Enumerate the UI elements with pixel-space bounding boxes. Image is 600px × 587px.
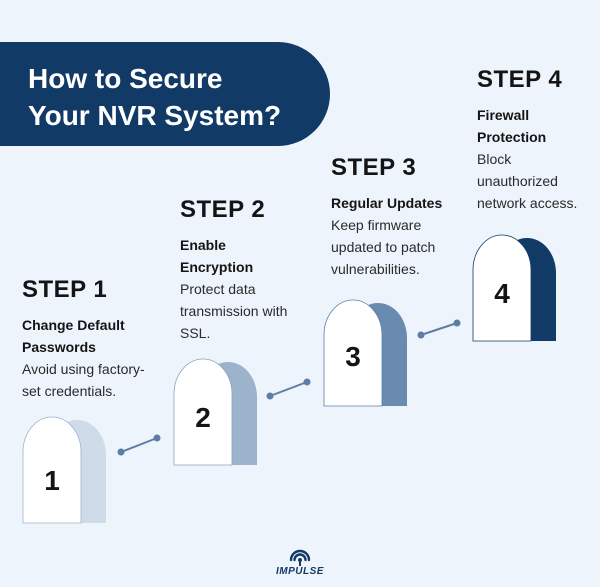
- step-1-subtitle: Change Default Passwords: [22, 314, 145, 358]
- connector-dot: [153, 434, 161, 442]
- step-3-description-line: Keep firmware: [331, 217, 422, 233]
- step-3-heading: STEP 3: [331, 154, 417, 181]
- step-2-subtitle: Enable Encryption: [180, 234, 287, 278]
- step-4-description-line: Block: [477, 151, 512, 167]
- wifi-logo-icon: [289, 549, 311, 566]
- step-2-description-line: transmission with: [180, 303, 288, 319]
- impulse-logo: IMPULSE: [268, 548, 332, 578]
- page-title: How to Secure Your NVR System?: [28, 60, 281, 134]
- title-banner: [0, 42, 330, 146]
- step-4-text: STEP 4 Firewall Protection Block unautho…: [477, 66, 577, 214]
- step-2-subtitle-line: Encryption: [180, 259, 254, 275]
- step-2-heading: STEP 2: [180, 196, 266, 223]
- title-line-1: How to Secure: [28, 63, 223, 94]
- step-2-description-line: Protect data: [180, 281, 256, 297]
- connector-dot: [303, 378, 311, 386]
- connector-dot: [453, 319, 461, 327]
- step-4-description-line: unauthorized: [477, 173, 558, 189]
- step-3-subtitle-line: Regular Updates: [331, 195, 443, 211]
- step-1-tombstone: 1: [22, 416, 106, 524]
- connector-3-4: [417, 319, 461, 339]
- step-2-text: STEP 2 Enable Encryption Protect data tr…: [180, 196, 287, 344]
- tombstone-3-front: [323, 299, 383, 407]
- tombstone-2-front: [173, 358, 233, 466]
- step-1-subtitle-line: Change Default: [22, 317, 125, 333]
- step-2-tombstone: 2: [173, 358, 257, 466]
- tombstone-1-front: [22, 416, 82, 524]
- step-3-description: Keep firmware updated to patch vulnerabi…: [331, 214, 442, 280]
- step-3-subtitle: Regular Updates: [331, 192, 442, 214]
- step-2-description: Protect data transmission with SSL.: [180, 278, 287, 344]
- tombstone-4-front: [472, 234, 532, 342]
- connector-line: [269, 381, 308, 397]
- step-1-description-line: set credentials.: [22, 383, 117, 399]
- step-1-heading: STEP 1: [22, 276, 108, 303]
- step-4-tombstone: 4: [472, 234, 556, 342]
- step-3-number: 3: [345, 341, 361, 372]
- step-3-tombstone: 3: [323, 299, 407, 407]
- connector-line: [420, 322, 458, 336]
- step-4-subtitle-line: Firewall: [477, 107, 530, 123]
- step-2-description-line: SSL.: [180, 325, 211, 341]
- step-4-subtitle-line: Protection: [477, 129, 547, 145]
- title-line-2: Your NVR System?: [28, 100, 282, 131]
- step-4-heading: STEP 4: [477, 66, 563, 93]
- connector-line: [120, 437, 158, 453]
- step-1-subtitle-line: Passwords: [22, 339, 96, 355]
- step-3-description-line: updated to patch: [331, 239, 436, 255]
- connector-1-2: [117, 434, 161, 456]
- step-4-description: Block unauthorized network access.: [477, 148, 577, 214]
- step-2-subtitle-line: Enable: [180, 237, 226, 253]
- step-1-text: STEP 1 Change Default Passwords Avoid us…: [22, 276, 145, 402]
- step-1-description: Avoid using factory- set credentials.: [22, 358, 145, 402]
- step-3-description-line: vulnerabilities.: [331, 261, 420, 277]
- step-4-number: 4: [494, 278, 510, 309]
- connector-dot: [117, 448, 125, 456]
- connector-dot: [266, 392, 274, 400]
- step-4-subtitle: Firewall Protection: [477, 104, 577, 148]
- step-2-number: 2: [195, 402, 211, 433]
- logo-text: IMPULSE: [276, 566, 324, 577]
- step-3-text: STEP 3 Regular Updates Keep firmware upd…: [331, 154, 442, 280]
- step-4-description-line: network access.: [477, 195, 578, 211]
- step-1-description-line: Avoid using factory-: [22, 361, 145, 377]
- step-1-number: 1: [44, 465, 60, 496]
- connector-2-3: [266, 378, 311, 400]
- connector-dot: [417, 331, 425, 339]
